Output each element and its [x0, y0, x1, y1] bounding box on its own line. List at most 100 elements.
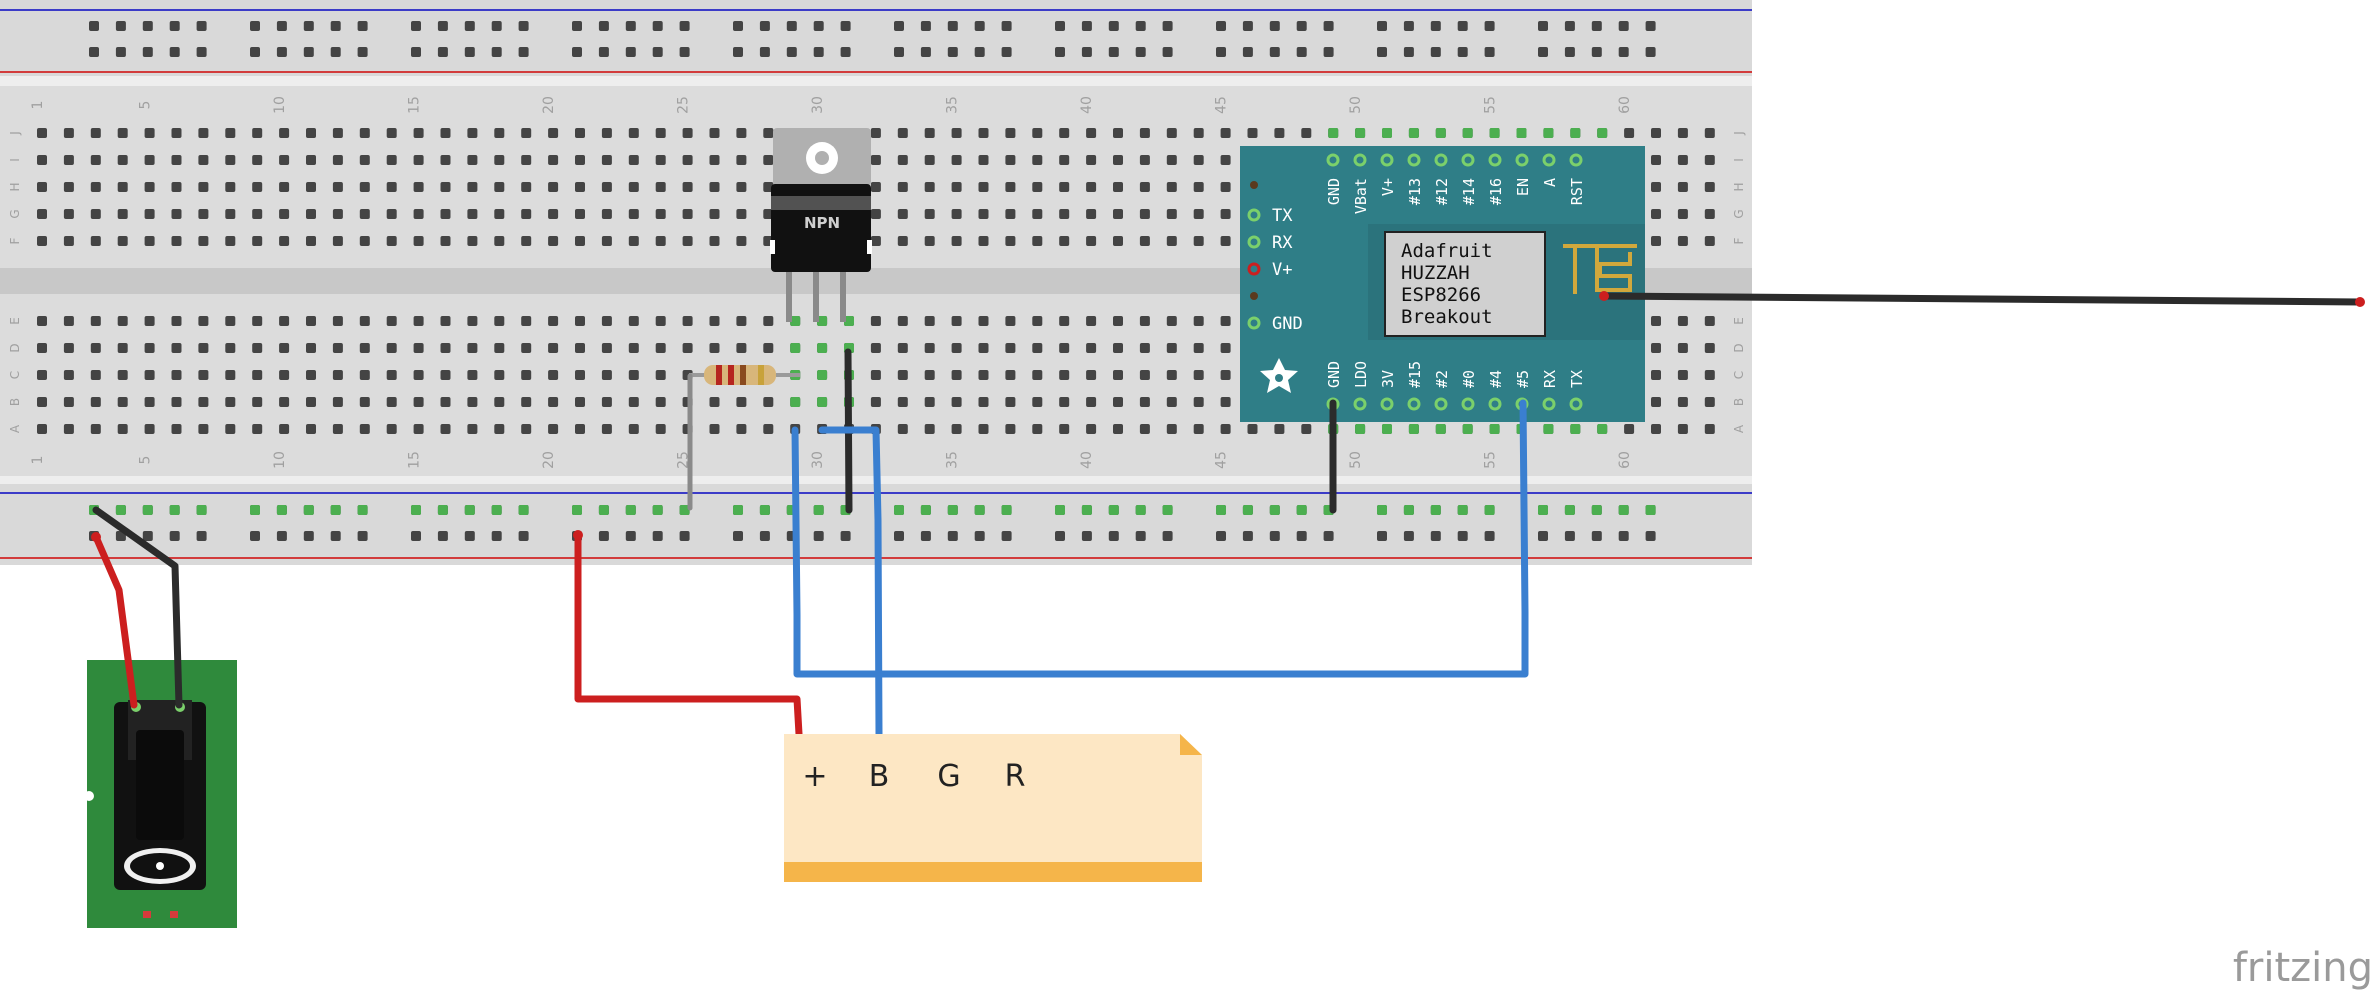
pin-hole — [1250, 181, 1258, 189]
column-number: 25 — [676, 96, 692, 114]
pin-label: RX — [1272, 233, 1293, 253]
column-number: 5 — [138, 101, 154, 110]
fritzing-logo: fritzing — [2233, 945, 2373, 991]
row-letter: D — [1732, 343, 1746, 352]
pin-hole — [1542, 153, 1556, 167]
pin-label: #12 — [1433, 178, 1451, 205]
pin-hole — [1247, 208, 1261, 222]
column-number: 20 — [541, 96, 557, 114]
pin-hole — [1461, 153, 1475, 167]
pin-label: LDO — [1352, 361, 1370, 388]
pin-label: RX — [1541, 370, 1559, 388]
row-letter: C — [1732, 371, 1746, 379]
pin-label: #5 — [1514, 370, 1532, 388]
column-number: 45 — [1214, 96, 1230, 114]
column-number: 5 — [138, 456, 154, 465]
column-number: 15 — [407, 451, 423, 469]
column-number: 45 — [1214, 451, 1230, 469]
row-letter: I — [8, 158, 22, 162]
pin-hole — [1250, 292, 1258, 300]
note-label: G — [937, 759, 960, 794]
row-letter: J — [1732, 131, 1746, 136]
wire-black-antenna — [1600, 292, 2364, 306]
row-letter: H — [8, 182, 22, 191]
column-number: 50 — [1348, 451, 1364, 469]
row-letter: A — [8, 424, 22, 433]
pin-label: EN — [1514, 178, 1532, 196]
pin-hole — [1434, 153, 1448, 167]
resistor — [689, 365, 800, 385]
huzzah-name-line: Breakout — [1401, 306, 1493, 328]
transistor-label: NPN — [804, 214, 840, 232]
wires — [91, 291, 2365, 738]
pin-hole — [1488, 397, 1502, 411]
column-number: 1 — [30, 456, 46, 465]
row-letter: J — [8, 131, 22, 136]
pin-label: #4 — [1487, 370, 1505, 388]
column-number: 40 — [1079, 451, 1095, 469]
pin-hole — [1247, 262, 1261, 276]
dc-barrel-jack — [84, 660, 237, 928]
pin-label: 3V — [1379, 370, 1397, 388]
row-letter: I — [1732, 158, 1746, 162]
huzzah-name-line: Adafruit — [1401, 240, 1493, 262]
note-label: + — [802, 759, 827, 794]
huzzah-side-pins: TX RX V+ GND — [1247, 181, 1303, 334]
row-letter: B — [8, 398, 22, 406]
pin-label: #0 — [1460, 370, 1478, 388]
pin-hole — [1461, 397, 1475, 411]
column-number: 35 — [945, 451, 961, 469]
pin-label: GND — [1325, 178, 1343, 205]
pin-hole — [1569, 153, 1583, 167]
pin-hole — [1515, 153, 1529, 167]
pin-label: V+ — [1272, 260, 1292, 280]
column-number: 40 — [1079, 96, 1095, 114]
pin-hole — [1542, 397, 1556, 411]
column-number: 60 — [1617, 96, 1633, 114]
pin-hole — [1407, 153, 1421, 167]
wire-blue-1 — [791, 399, 1529, 678]
pin-label: #14 — [1460, 178, 1478, 205]
note-label: B — [869, 759, 890, 794]
note-label: + B G R — [784, 734, 1202, 882]
adafruit-star-logo — [1260, 358, 1298, 393]
pin-hole — [1434, 397, 1448, 411]
pin-hole — [1488, 153, 1502, 167]
row-letter: D — [8, 343, 22, 352]
pin-label: TX — [1272, 206, 1293, 226]
pin-hole — [1380, 153, 1394, 167]
pin-label: V+ — [1379, 178, 1397, 196]
wire-red-jack — [92, 533, 138, 709]
column-number: 10 — [272, 451, 288, 469]
column-number: 15 — [407, 96, 423, 114]
row-letter: E — [8, 317, 22, 325]
row-letter: E — [1732, 317, 1746, 325]
row-letter: G — [8, 209, 22, 218]
note-label: R — [1005, 759, 1026, 794]
column-number: 35 — [945, 96, 961, 114]
column-number: 55 — [1483, 96, 1499, 114]
wire-red-note — [574, 531, 803, 738]
pin-label: VBat — [1352, 178, 1370, 214]
pin-label: #13 — [1406, 178, 1424, 205]
pin-hole — [1407, 397, 1421, 411]
column-number: 50 — [1348, 96, 1364, 114]
wire-blue-2 — [818, 426, 883, 738]
note-pin-labels: + B G R — [802, 759, 1025, 794]
pin-label: RST — [1568, 178, 1586, 205]
pin-label: GND — [1272, 314, 1303, 334]
column-number: 1 — [30, 101, 46, 110]
pin-label: GND — [1325, 361, 1343, 388]
huzzah-name-line: ESP8266 — [1401, 284, 1481, 306]
pin-label: A — [1541, 178, 1559, 187]
column-number: 30 — [810, 451, 826, 469]
wifi-antenna-trace — [1563, 244, 1637, 294]
row-letter: F — [1732, 237, 1746, 244]
